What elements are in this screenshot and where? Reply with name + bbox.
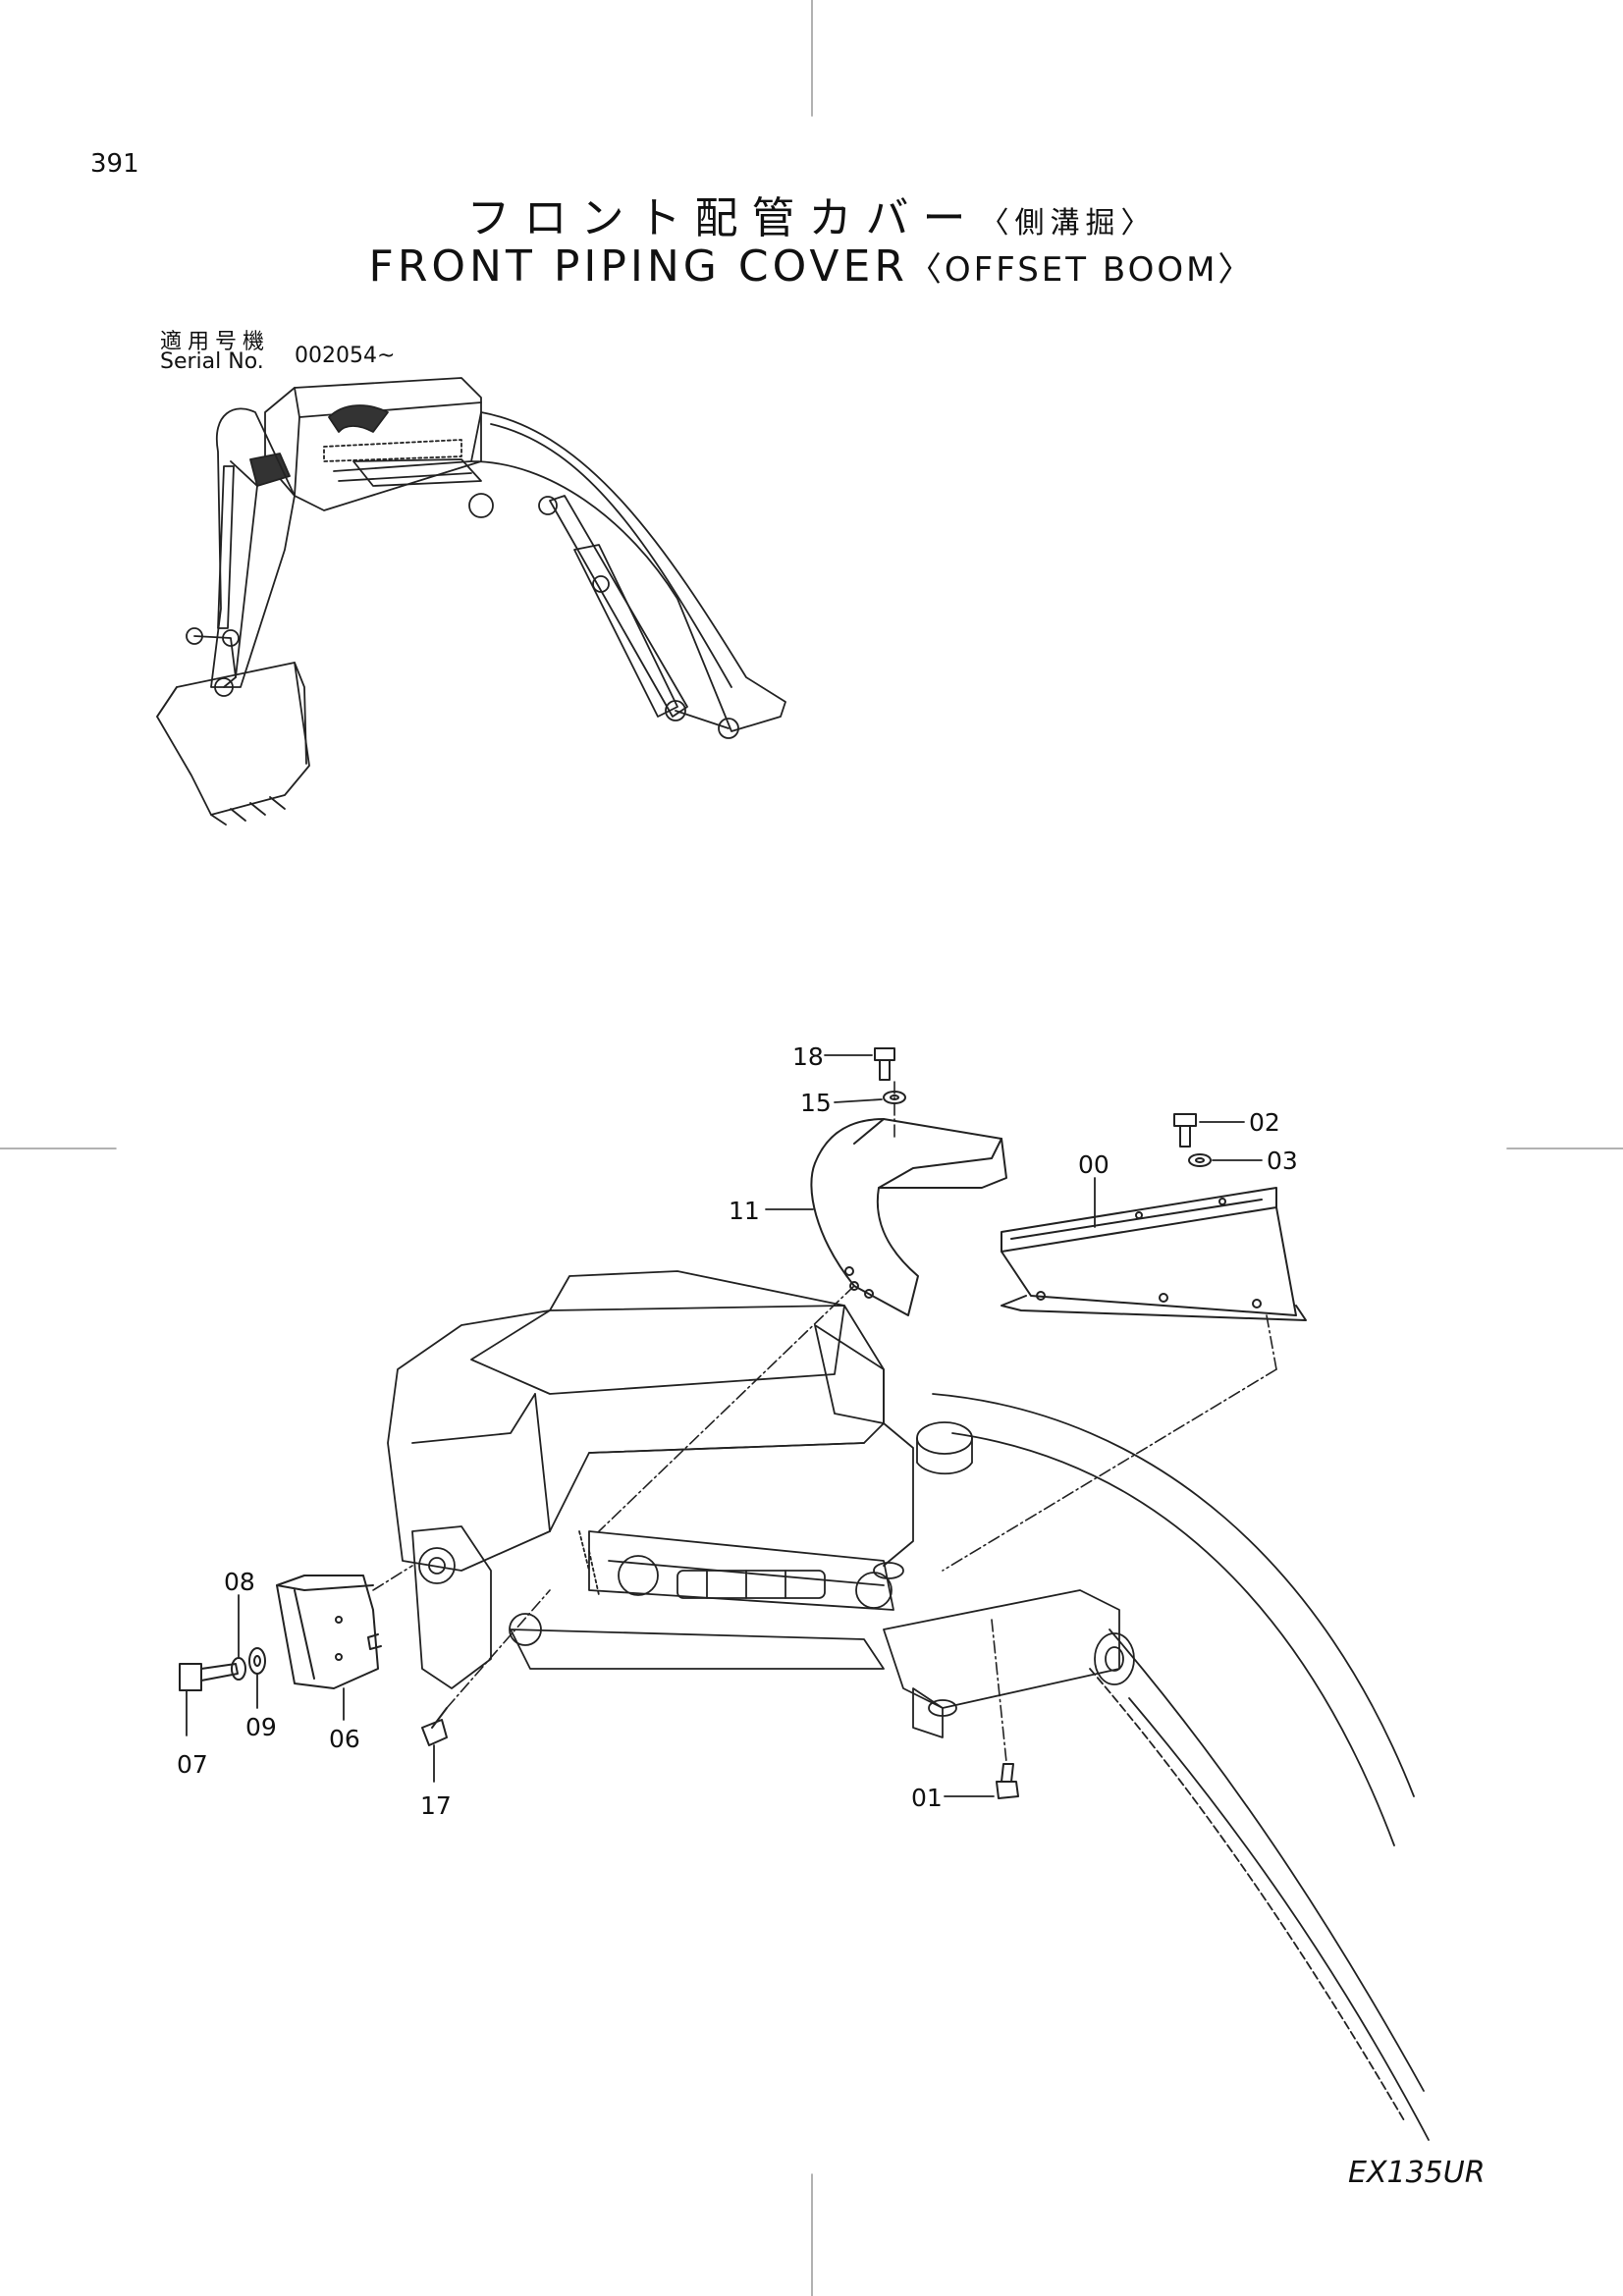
main-assembly-illustration [387,1270,1430,2141]
callout-15: 15 [800,1089,832,1117]
model-number: EX135UR [1348,2156,1486,2190]
callout-07: 07 [177,1750,208,1779]
callout-18: 18 [792,1042,824,1071]
callout-03: 03 [1267,1147,1298,1175]
callout-00: 00 [1078,1150,1109,1179]
serial-label-jp: 適用号機 [160,330,271,354]
title-japanese: フロント配管カバー〈側溝掘〉 [0,183,1623,245]
serial-label-en: Serial No. [160,349,264,374]
callout-labels: 18 15 02 03 00 11 08 09 07 06 17 01 [177,1042,1298,1820]
callout-01: 01 [911,1784,943,1812]
part-00-piping-cover [1001,1187,1307,1321]
fasteners [179,1047,1212,1799]
callout-06: 06 [329,1725,360,1753]
callout-09: 09 [245,1713,277,1741]
serial-value: 002054~ [295,344,396,368]
callout-08: 08 [224,1568,255,1596]
title-jp-sub: 〈側溝掘〉 [979,206,1157,240]
callout-17: 17 [420,1791,452,1820]
title-en-main: FRONT PIPING COVER [368,241,908,292]
part-06-cover-block [276,1575,382,1689]
assembly-dash-lines [372,1081,1277,1763]
part-11-bracket-cover [810,1118,1007,1316]
callout-02: 02 [1249,1108,1280,1137]
callout-11: 11 [729,1197,760,1225]
leader-lines [186,1054,1263,1797]
page-number: 391 [90,149,139,179]
title-jp-main: フロント配管カバー [466,193,980,243]
overview-excavator-illustration [156,377,786,826]
title-english: FRONT PIPING COVER〈OFFSET BOOM〉 [0,241,1623,292]
title-en-sub: 〈OFFSET BOOM〉 [907,250,1255,290]
